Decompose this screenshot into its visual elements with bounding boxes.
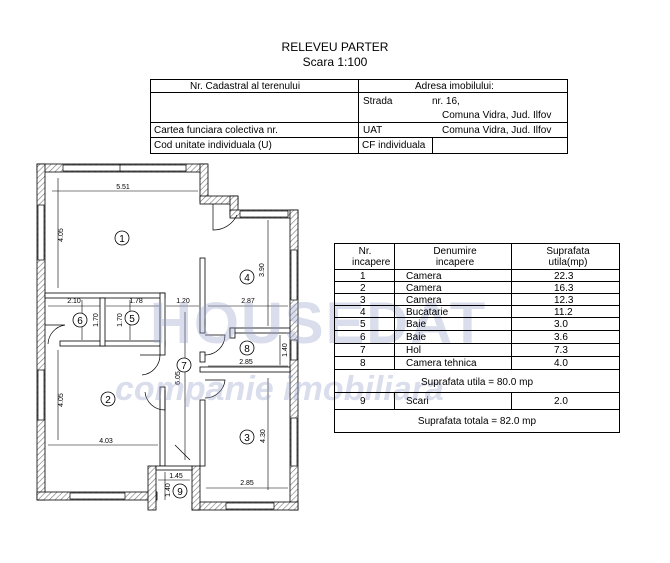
room-nr: 7 (360, 345, 366, 356)
dimension-label: 2.10 (67, 298, 81, 305)
dimension-label: 1.45 (169, 473, 183, 480)
dimension-label: 4.03 (99, 438, 113, 445)
dimension-label: 1.40 (282, 343, 289, 357)
dimension-label: 1.40 (165, 483, 172, 497)
room-area: 7.3 (554, 345, 568, 356)
col-header-area: Suprafata utila(mp) (546, 246, 590, 268)
drawing-title: RELEVEU PARTER (281, 40, 389, 54)
room-nr: 6 (360, 332, 366, 343)
room-nr: 2 (360, 283, 366, 294)
drawing-scale: Scara 1:100 (302, 55, 368, 69)
rooms-table-grid (334, 243, 620, 433)
room-area: 16.3 (554, 283, 574, 294)
room-number: 8 (244, 344, 250, 355)
interior-walls (44, 257, 291, 471)
watermark-tagline: companie imobiliara (115, 370, 444, 408)
cadastral-label: Nr. Cadastral al terenului (190, 81, 301, 92)
dimension-label: 2.87 (241, 298, 255, 305)
dimension-label: 5.51 (116, 184, 130, 191)
room-5-marker (124, 310, 140, 326)
dimension-label: 4.05 (58, 393, 65, 407)
doors (45, 204, 238, 461)
room-number: 4 (244, 273, 250, 284)
dimension-label: 1.70 (117, 313, 124, 327)
room-name: Camera tehnica (406, 358, 477, 369)
address-label: Adresa imobilului: (415, 81, 494, 92)
room-number: 3 (244, 433, 250, 444)
room-name: Baie (406, 332, 427, 343)
room-name: Hol (406, 345, 422, 356)
room-area: 3.6 (554, 332, 568, 343)
room-name: Bucatarie (406, 307, 449, 318)
windows (37, 164, 298, 510)
col-header-name: Denumire incapere (433, 246, 477, 268)
dimension-label: 2.85 (240, 480, 254, 487)
room-3-marker (239, 429, 255, 445)
room-area: 11.2 (554, 307, 573, 318)
col-header-nr: Nr. incapere (352, 246, 391, 268)
room-2-marker (100, 391, 116, 407)
watermark-brand: HOUSEDAT (150, 291, 488, 356)
room-area: 3.0 (554, 319, 568, 330)
room-name: Camera (406, 295, 442, 306)
street-number: nr. 16, (432, 96, 460, 107)
cf-individuala-label: CF individuala (362, 140, 426, 151)
room-name: Baie (406, 319, 427, 330)
room-6-marker (72, 312, 88, 328)
room-9-marker (172, 483, 188, 499)
street-label: Strada (363, 96, 393, 107)
grand-area-total: Suprafata totala = 82.0 mp (417, 416, 537, 427)
rooms-table: Nr. incapere Denumire incapere Suprafata… (334, 243, 620, 433)
room-8-marker (239, 340, 255, 356)
room-area: 22.3 (554, 271, 574, 282)
room-number: 7 (181, 361, 187, 372)
room-nr: 9 (360, 396, 366, 407)
dimension-label: 2.85 (239, 359, 253, 366)
header-grid (150, 79, 568, 154)
uat-value: Comuna Vidra, Jud. Ilfov (442, 125, 552, 136)
dimension-label: 4.30 (260, 429, 267, 443)
dimension-labels: 5.51 4.05 3.90 2.87 2.10 1.78 1.20 1.70 … (58, 184, 289, 497)
dimension-label: 6.05 (175, 371, 182, 385)
room-nr: 5 (360, 319, 366, 330)
room-nr: 8 (360, 358, 366, 369)
dimension-label: 1.78 (129, 298, 143, 305)
room-1-marker (114, 230, 130, 246)
room-number: 9 (177, 487, 183, 498)
dimension-label: 1.70 (93, 313, 100, 327)
room-number: 2 (105, 395, 111, 406)
cod-unitate-label: Cod unitate individuala (U) (154, 140, 272, 151)
room-number: 6 (77, 316, 83, 327)
useful-area-total: Suprafata utila = 80.0 mp (420, 377, 534, 388)
property-header-table: Nr. Cadastral al terenului Adresa imobil… (150, 79, 568, 154)
room-name: Camera (406, 283, 442, 294)
carte-funciara-label: Cartea funciara colectiva nr. (154, 125, 278, 136)
dimension-label: 1.20 (176, 298, 190, 305)
room-number: 5 (129, 314, 135, 325)
commune: Comuna Vidra, Jud. Ilfov (442, 110, 552, 121)
room-nr: 3 (360, 295, 366, 306)
room-area: 2.0 (554, 396, 568, 407)
room-7-marker (176, 357, 192, 373)
uat-label: UAT (363, 125, 383, 136)
dimension-label: 3.90 (259, 263, 266, 277)
room-4-marker (239, 269, 255, 285)
room-area: 12.3 (554, 295, 574, 306)
dimension-label: 4.05 (58, 228, 65, 242)
room-markers (72, 230, 255, 499)
room-area: 4.0 (554, 358, 568, 369)
room-number: 1 (119, 234, 125, 245)
room-name: Camera (406, 271, 442, 282)
room-nr: 4 (360, 307, 366, 318)
room-nr: 1 (360, 271, 366, 282)
room-number-labels: 1 2 3 4 5 6 7 8 9 (77, 234, 250, 498)
room-name: Scari (406, 396, 429, 407)
